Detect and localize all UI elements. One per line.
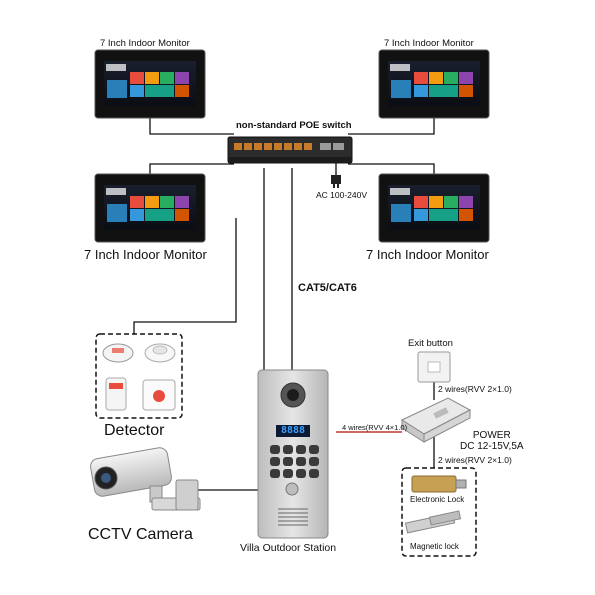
exit-button-label: Exit button — [408, 338, 453, 349]
station-display: 8888 — [280, 425, 306, 436]
wire-monitor-top-right — [348, 117, 435, 135]
poe-switch — [227, 136, 353, 164]
power-label-line2: DC 12-15V,5A — [460, 441, 524, 452]
monitor-mid-left — [94, 173, 206, 243]
power-supply-label: POWER DC 12-15V,5A — [460, 430, 524, 452]
lock-group — [401, 467, 477, 557]
wire-monitor-mid-left — [149, 163, 234, 174]
poe-switch-label: non-standard POE switch — [236, 120, 352, 131]
monitor-top-left — [94, 49, 206, 119]
monitor-top-right-label: 7 Inch Indoor Monitor — [384, 38, 474, 49]
monitor-top-right — [378, 49, 490, 119]
plug-icon — [331, 175, 341, 188]
outdoor-station-label: Villa Outdoor Station — [240, 542, 337, 554]
switch-power-label: AC 100-240V — [316, 190, 368, 200]
monitor-mid-left-label: 7 Inch Indoor Monitor — [84, 247, 207, 262]
wire-detector — [133, 218, 237, 334]
power-supply-device — [400, 397, 472, 443]
electronic-lock-label: Electronic Lock — [410, 495, 465, 504]
cable-label: CAT5/CAT6 — [298, 282, 357, 294]
cctv-camera — [90, 447, 201, 511]
magnetic-lock-label: Magnetic lock — [410, 542, 459, 551]
monitor-mid-right — [378, 173, 490, 243]
wire-monitor-top-left — [149, 117, 234, 135]
station-wires-label: 4 wires(RVV 4×1.0) — [342, 423, 408, 432]
outdoor-station — [257, 369, 329, 539]
lock-wires-label: 2 wires(RVV 2×1.0) — [438, 455, 512, 465]
wire-monitor-mid-right — [348, 163, 435, 174]
exit-button-device — [417, 351, 451, 383]
cctv-label: CCTV Camera — [88, 526, 193, 543]
detector-label: Detector — [104, 422, 165, 439]
exit-wires-label: 2 wires(RVV 2×1.0) — [438, 384, 512, 394]
power-label-line1: POWER — [472, 430, 511, 441]
monitor-top-left-label: 7 Inch Indoor Monitor — [100, 38, 190, 49]
detector-group — [95, 333, 183, 419]
monitor-mid-right-label: 7 Inch Indoor Monitor — [366, 247, 489, 262]
